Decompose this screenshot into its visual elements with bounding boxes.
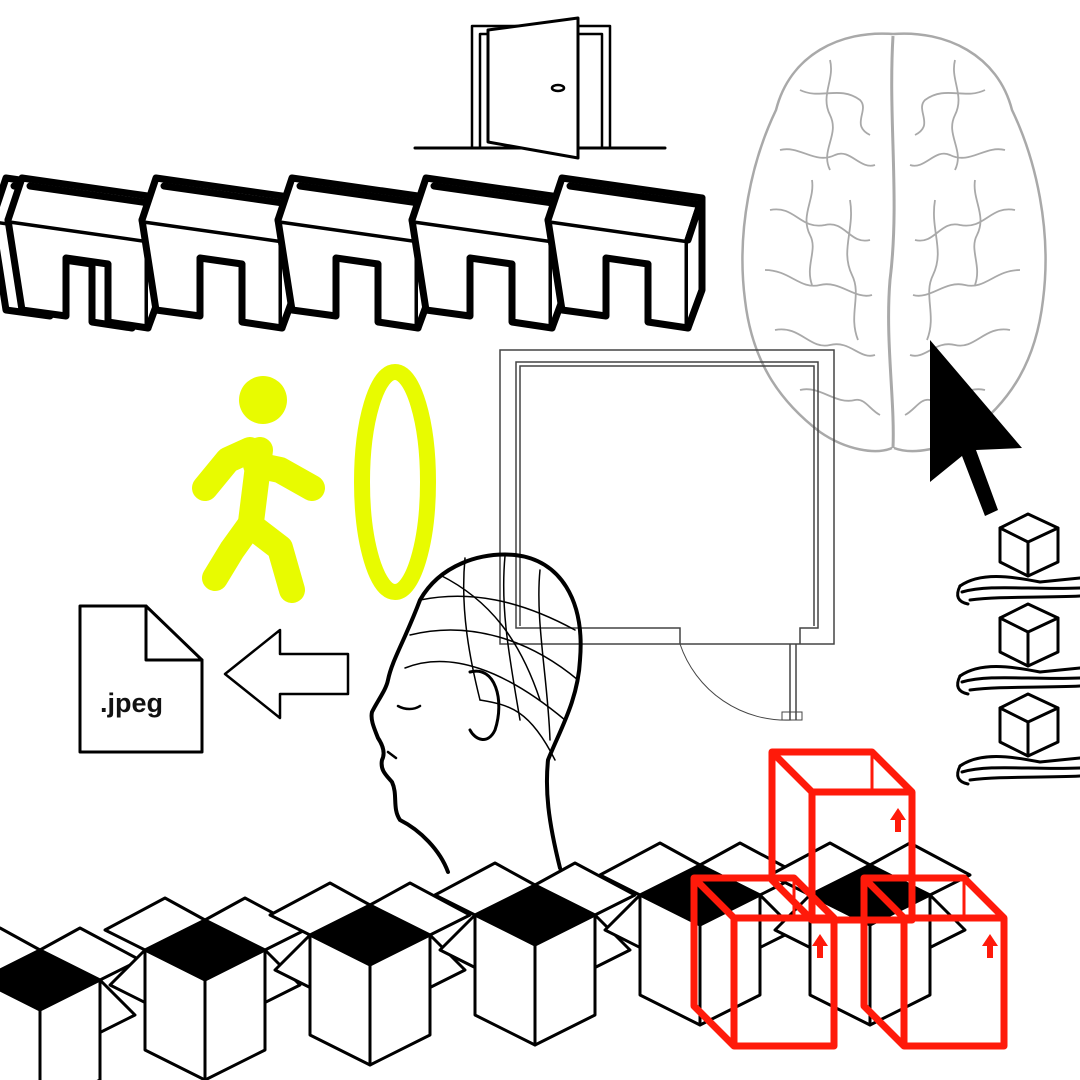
hand-box-unit — [956, 692, 1080, 786]
room-floorplan-icon — [499, 349, 835, 721]
jpeg-file-label: .jpeg — [100, 688, 163, 718]
open-box — [268, 881, 472, 1067]
brain-icon — [741, 32, 1047, 453]
red-box-icon — [690, 748, 1008, 1050]
hand-holding-box-icon — [956, 512, 1080, 786]
open-box — [768, 841, 972, 1027]
open-box — [433, 861, 637, 1047]
cursor-arrow-icon — [930, 340, 1022, 516]
red-box — [690, 874, 838, 1050]
phrenology-head-icon — [369, 552, 583, 874]
open-box — [103, 896, 307, 1080]
pillar-segment — [4, 174, 166, 332]
red-box — [860, 874, 1008, 1050]
pillar-segment — [408, 174, 570, 332]
walking-person-icon — [192, 376, 325, 603]
hand-box-unit — [956, 602, 1080, 696]
jpeg-file-icon: .jpeg — [78, 604, 204, 754]
open-door-icon — [413, 16, 667, 160]
pillar-chain-icon — [0, 174, 706, 332]
open-box — [0, 926, 142, 1080]
left-arrow-icon — [223, 628, 350, 720]
pillar-segment — [138, 174, 300, 332]
pillar-segment — [274, 174, 436, 332]
pillar-segment — [544, 174, 706, 332]
hand-box-unit — [956, 512, 1080, 606]
portal-ring-icon — [354, 364, 436, 600]
